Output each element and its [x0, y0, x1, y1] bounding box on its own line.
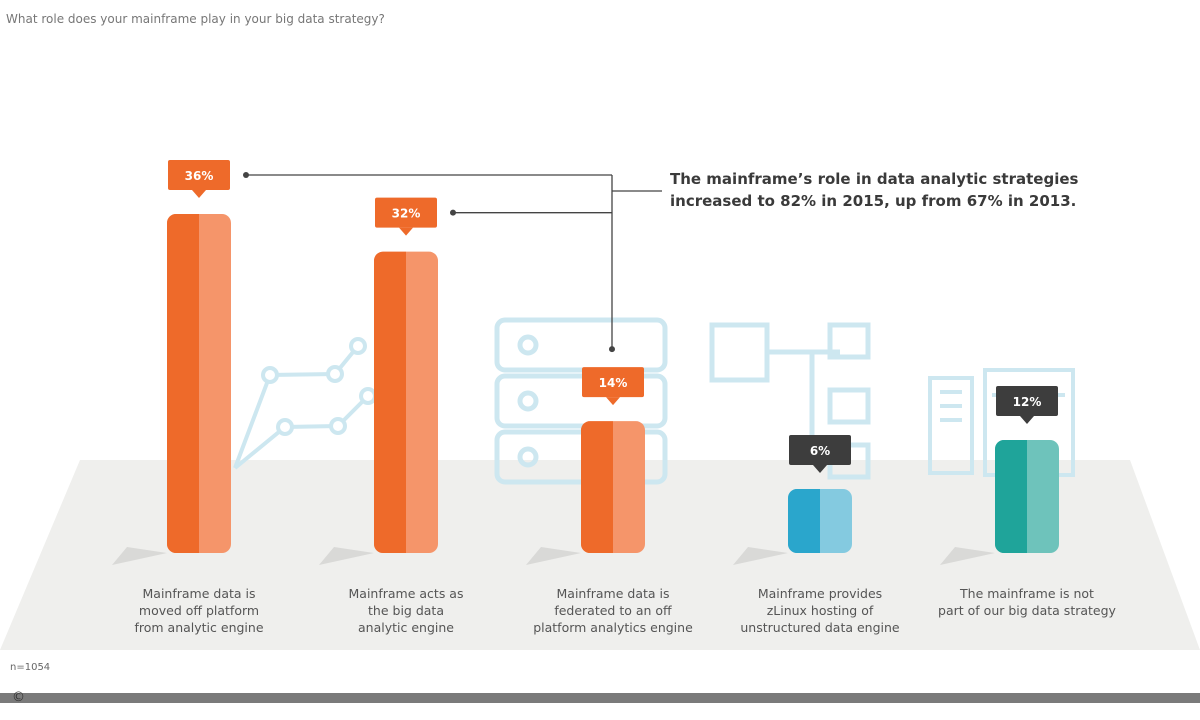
- chart-question: What role does your mainframe play in yo…: [6, 12, 385, 26]
- bar-shadow: [733, 547, 788, 565]
- bar-group: 32%: [319, 197, 438, 565]
- value-badge: [168, 160, 230, 190]
- value-badge: [582, 367, 644, 398]
- background-icons: [233, 317, 1075, 485]
- floor-plane: [0, 460, 1200, 650]
- bar-dark-half: [995, 440, 1027, 553]
- line-graph-icon: [233, 337, 377, 470]
- badge-pointer: [1020, 416, 1034, 424]
- connector-dot: [243, 172, 249, 178]
- value-label: 36%: [185, 169, 214, 183]
- badge-pointer: [813, 465, 827, 473]
- category-label: Mainframe data is federated to an off pl…: [533, 586, 693, 635]
- category-label: The mainframe is not part of our big dat…: [938, 586, 1116, 618]
- copyright-icon: ©: [12, 690, 25, 705]
- bar-shadow: [940, 547, 995, 565]
- sample-size-note: n=1054: [10, 662, 51, 673]
- badge-pointer: [606, 397, 620, 406]
- bars-layer: 36% 32% 14% 6% 12%: [112, 160, 1059, 565]
- bar-dark-half: [581, 421, 613, 553]
- connector-dot: [450, 209, 456, 216]
- category-label: Mainframe acts as the big data analytic …: [348, 586, 464, 635]
- bar-shadow: [112, 547, 167, 565]
- connector-dot: [609, 346, 615, 353]
- bar-dark-half: [374, 251, 406, 553]
- bar-shadow: [526, 547, 581, 565]
- bar-group: 12%: [940, 386, 1059, 565]
- callout-text: The mainframe’s role in data analytic st…: [670, 170, 1079, 210]
- footer-bar: [0, 693, 1200, 703]
- bar-group: 6%: [733, 435, 852, 565]
- value-label: 14%: [599, 376, 628, 390]
- value-badge: [375, 197, 437, 228]
- callout-connectors: [243, 172, 662, 353]
- badge-pointer: [192, 190, 206, 198]
- value-label: 12%: [1013, 395, 1042, 409]
- value-badge: [789, 435, 851, 465]
- bar-dark-half: [788, 489, 820, 553]
- value-badge: [996, 386, 1058, 416]
- badge-pointer: [399, 227, 413, 236]
- bar-dark-half: [167, 214, 199, 553]
- bar-group: 36%: [112, 160, 231, 565]
- value-label: 6%: [810, 444, 830, 458]
- bar-group: 14%: [526, 367, 645, 565]
- category-label: Mainframe data is moved off platform fro…: [134, 586, 264, 635]
- bar-shadow: [319, 547, 374, 565]
- value-label: 32%: [392, 207, 421, 221]
- category-label: Mainframe provides zLinux hosting of uns…: [740, 586, 900, 635]
